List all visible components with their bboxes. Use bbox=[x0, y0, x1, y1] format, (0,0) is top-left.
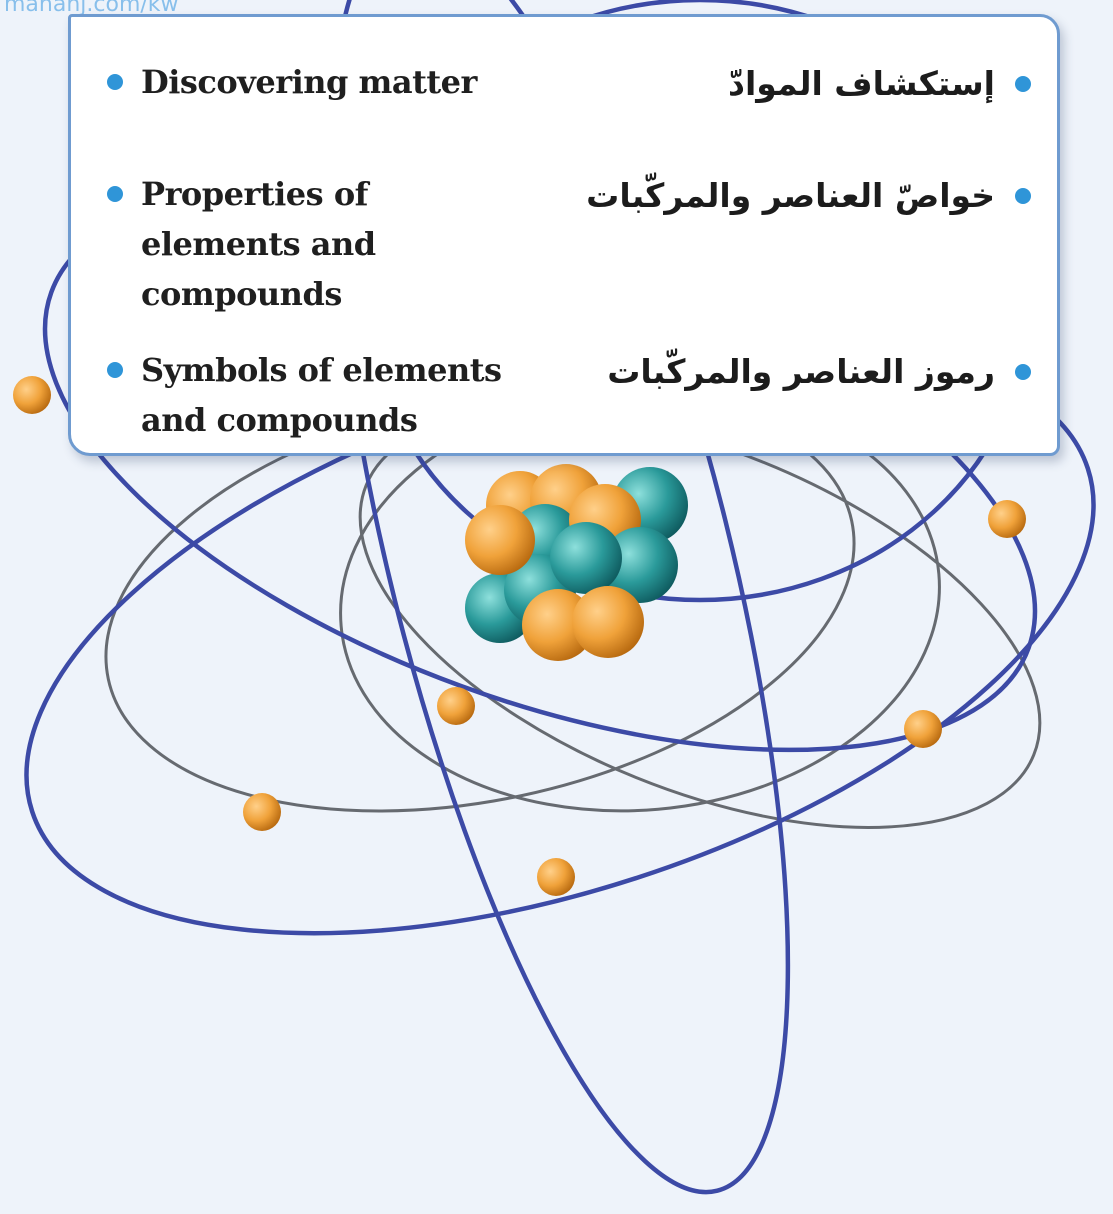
electrons bbox=[13, 376, 1026, 896]
bullet-dot bbox=[1015, 76, 1031, 92]
neutron-sphere bbox=[602, 527, 678, 603]
topic-item-en-3: Symbols of elements and compounds bbox=[107, 345, 527, 445]
proton-sphere bbox=[572, 586, 644, 658]
electron bbox=[904, 710, 942, 748]
electron bbox=[537, 858, 575, 896]
topic-item-en-2: Properties of elements and compounds bbox=[107, 169, 527, 319]
topic-item-ar-1: إستكشاف الموادّ bbox=[571, 59, 1031, 109]
topic-item-ar-3: رموز العناصر والمركّبات bbox=[571, 347, 1031, 397]
bullet-dot bbox=[107, 362, 123, 378]
topic-text-ar: رموز العناصر والمركّبات bbox=[607, 352, 995, 391]
electron bbox=[243, 793, 281, 831]
orbit-blue-2 bbox=[329, 0, 791, 1195]
watermark-text: manahj.com/kw bbox=[4, 0, 179, 17]
topic-item-ar-2: خواصّ العناصر والمركّبات bbox=[571, 171, 1031, 221]
bullet-dot bbox=[1015, 188, 1031, 204]
electron bbox=[988, 500, 1026, 538]
bullet-dot bbox=[107, 186, 123, 202]
topic-text-ar: إستكشاف الموادّ bbox=[728, 64, 995, 103]
topic-text-ar: خواصّ العناصر والمركّبات bbox=[586, 176, 995, 215]
neutron-sphere bbox=[550, 522, 622, 594]
bullet-dot bbox=[1015, 364, 1031, 380]
bullet-dot bbox=[107, 74, 123, 90]
topic-text-en: Discovering matter bbox=[141, 63, 477, 101]
electron bbox=[13, 376, 51, 414]
topic-text-en: Properties of elements and compounds bbox=[141, 175, 376, 313]
orbit-gray-2 bbox=[358, 411, 1042, 829]
topic-item-en-1: Discovering matter bbox=[107, 57, 527, 107]
proton-sphere bbox=[465, 505, 535, 575]
nucleus bbox=[465, 464, 688, 661]
lesson-topics-card: Discovering matter Properties of element… bbox=[68, 14, 1060, 456]
electron bbox=[437, 687, 475, 725]
topic-text-en: Symbols of elements and compounds bbox=[141, 351, 502, 439]
